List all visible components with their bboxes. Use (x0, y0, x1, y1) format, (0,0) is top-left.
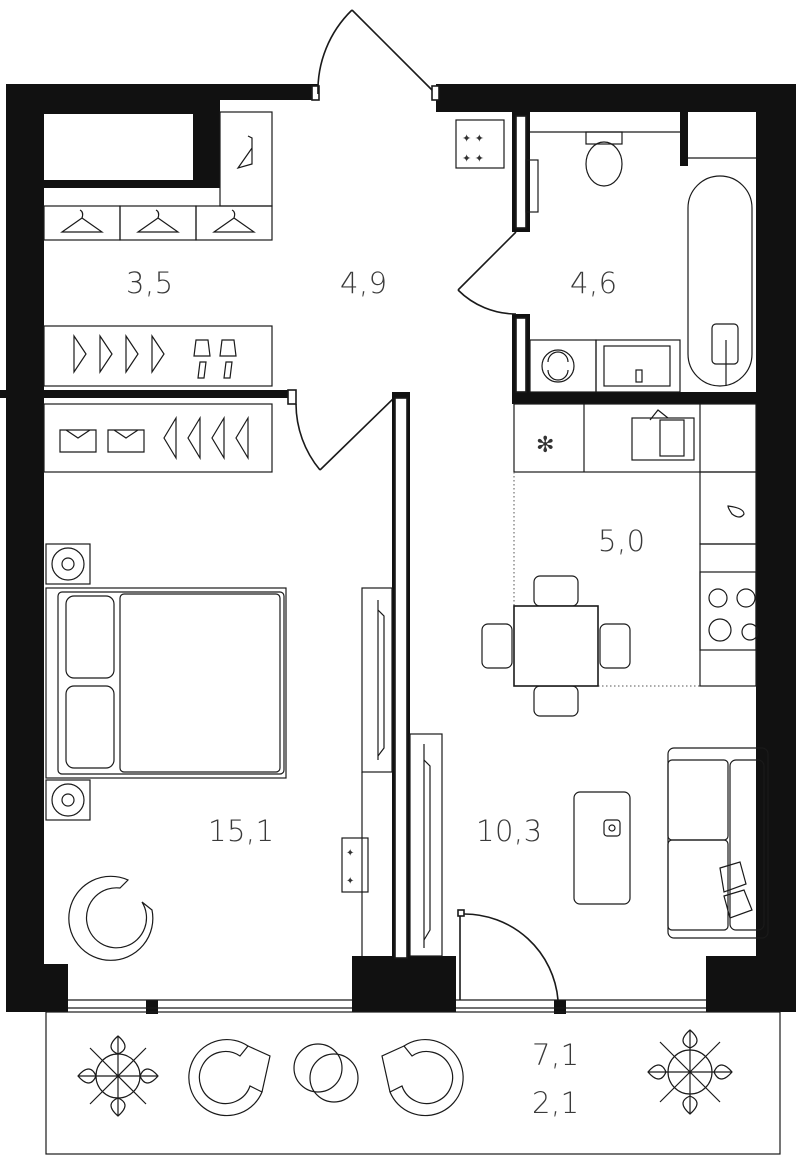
area-labels: 3,5 4,9 4,6 5,0 15,1 10,3 7,1 2,1 (126, 266, 646, 1120)
area-label-wardrobe: 3,5 (126, 266, 174, 300)
hall-panel: ✦ ✦ ✦ ✦ (455, 119, 505, 169)
windows (68, 999, 706, 1009)
balcony (45, 1011, 781, 1155)
svg-text:✦: ✦ (346, 848, 354, 859)
area-label-balcony-reduced: 2,1 (532, 1086, 580, 1120)
area-label-balcony: 7,1 (532, 1038, 580, 1072)
svg-text:✦ ✦: ✦ ✦ (462, 152, 484, 165)
plant-right (647, 1029, 733, 1115)
exterior-walls (6, 84, 796, 1014)
svg-text:✦ ✦: ✦ ✦ (462, 132, 484, 145)
wardrobe-niche (43, 100, 273, 241)
svg-text:✦: ✦ (346, 876, 354, 887)
partition-wall (392, 392, 410, 964)
plant-left (77, 1035, 159, 1117)
area-label-hall: 4,9 (340, 266, 388, 300)
area-label-kitchen: 5,0 (598, 524, 646, 558)
area-label-bedroom: 15,1 (208, 814, 275, 848)
area-label-bathroom: 4,6 (570, 266, 618, 300)
hall-wardrobe (0, 325, 297, 473)
area-label-living: 10,3 (476, 814, 543, 848)
bathroom (457, 112, 766, 404)
kitchen: ✻ (481, 403, 759, 717)
entrance-door (311, 9, 440, 101)
svg-text:✻: ✻ (536, 433, 554, 458)
bedroom: ✦ ✦ (45, 543, 393, 961)
bedroom-door (295, 395, 397, 471)
living-room (409, 733, 769, 1001)
